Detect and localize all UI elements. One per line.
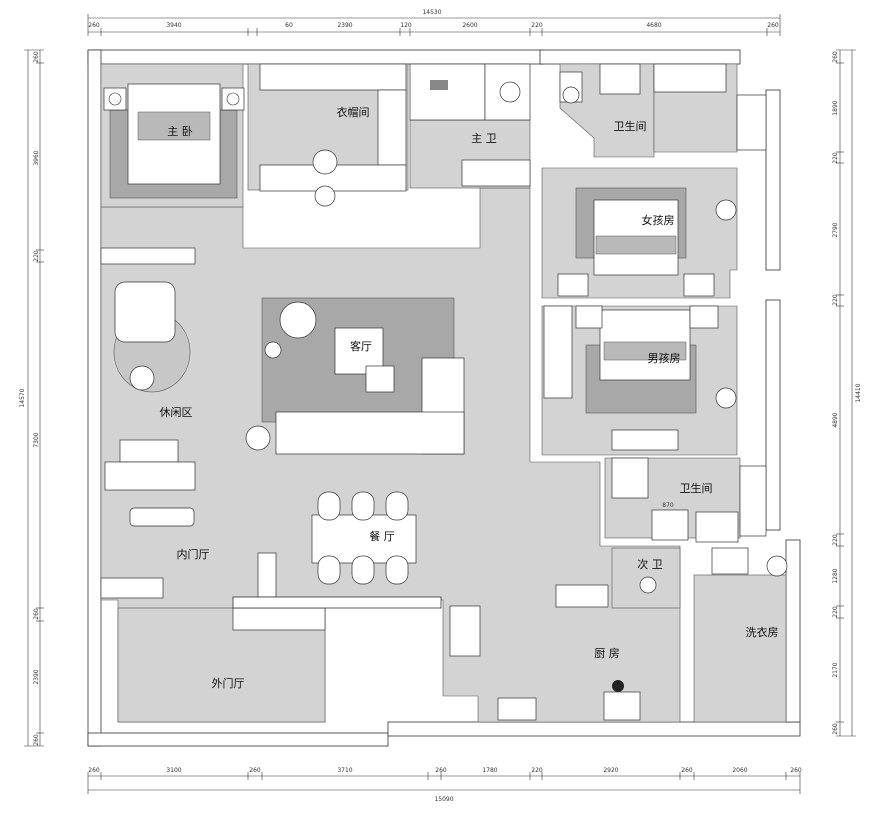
walls [87, 49, 801, 747]
dim-bottom-11: 260 [790, 767, 802, 774]
dim-right-2: 1890 [832, 100, 839, 115]
dim-right-10: 2170 [832, 662, 839, 677]
label-master-bath: 主 卫 [471, 132, 497, 145]
dim-bottom-5: 260 [435, 767, 447, 774]
dim-top-6: 2600 [462, 22, 477, 29]
label-dining: 餐 厅 [369, 529, 395, 543]
dim-left-4: 7300 [33, 432, 40, 447]
dim-right-8: 1280 [832, 568, 839, 583]
dim-left-total: 14570 [19, 388, 26, 407]
dim-bottom-4: 3710 [337, 767, 352, 774]
dim-top-total: 14530 [422, 9, 441, 16]
dim-left-6: 2390 [33, 669, 40, 684]
dim-bottom-8: 2920 [603, 767, 618, 774]
dim-top-7: 220 [531, 22, 543, 29]
dim-bottom-6: 1780 [482, 767, 497, 774]
dim-bottom-3: 260 [249, 767, 261, 774]
dim-inner: 870 [662, 502, 674, 509]
dim-right-5: 220 [832, 294, 839, 306]
label-walk-in-closet: 衣帽间 [337, 105, 370, 119]
dim-left-3: 220 [33, 250, 40, 262]
dim-bottom-10: 2060 [732, 767, 747, 774]
dim-right-7: 220 [832, 534, 839, 546]
dim-right-9: 220 [832, 606, 839, 618]
dim-top-8: 4680 [646, 22, 661, 29]
dim-left-7: 260 [33, 734, 40, 746]
dim-left-2: 3960 [33, 150, 40, 165]
label-boys-room: 男孩房 [648, 352, 681, 365]
label-outer-foyer: 外门厅 [212, 676, 245, 690]
dimension-lines [24, 14, 856, 794]
label-master-bedroom: 主 卧 [167, 125, 193, 138]
dim-top-2: 3940 [166, 22, 181, 29]
label-bathroom-2: 卫生间 [680, 481, 713, 495]
dim-right-3: 220 [832, 152, 839, 164]
label-living-room: 客厅 [350, 339, 372, 353]
dim-top-9: 260 [767, 22, 779, 29]
dim-top-4: 2390 [337, 22, 352, 29]
label-girls-room: 女孩房 [642, 213, 675, 227]
dim-bottom-2: 3100 [166, 767, 181, 774]
label-laundry: 洗衣房 [746, 625, 779, 639]
dim-right-11: 260 [832, 723, 839, 735]
dim-bottom-9: 260 [681, 767, 693, 774]
dim-left-5: 260 [33, 608, 40, 620]
dim-right-4: 2790 [832, 222, 839, 237]
room-labels: 主 卧 衣帽间 主 卫 卫生间 女孩房 男孩房 客厅 休闲区 卫生间 870 内… [160, 105, 779, 690]
dim-top-1: 260 [88, 22, 100, 29]
dim-top-3: 60 [285, 22, 293, 29]
dim-bottom-1: 260 [88, 767, 100, 774]
dim-bottom-7: 220 [531, 767, 543, 774]
label-inner-foyer: 内门厅 [177, 547, 210, 561]
furniture [100, 63, 788, 721]
dim-right-total: 14410 [855, 383, 862, 402]
dim-top-5: 120 [400, 22, 412, 29]
dimension-labels: 14530 260 3940 60 2390 120 2600 220 4680… [19, 9, 862, 803]
label-second-bath: 次 卫 [637, 557, 663, 571]
dim-bottom-total: 15090 [434, 796, 453, 803]
label-lounge: 休闲区 [160, 405, 193, 419]
label-kitchen: 厨 房 [594, 647, 620, 660]
dim-right-1: 260 [832, 51, 839, 63]
label-bathroom-1: 卫生间 [614, 119, 647, 133]
dim-left-1: 260 [33, 51, 40, 63]
dim-right-6: 4890 [832, 412, 839, 427]
